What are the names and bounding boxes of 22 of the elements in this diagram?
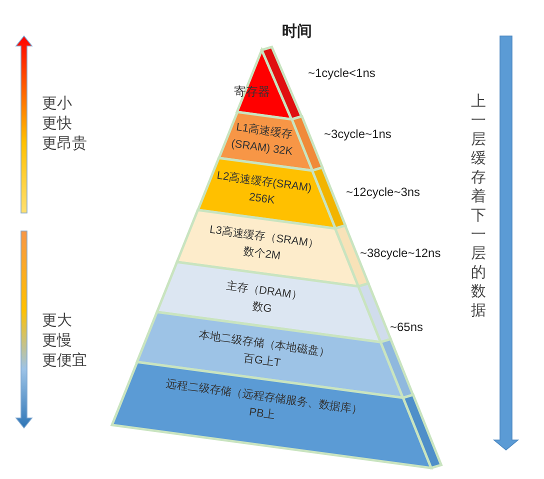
layer-label: 256K — [247, 192, 276, 209]
layer-label: L1高速缓存 — [236, 120, 294, 140]
side-label: 更小 — [42, 95, 72, 113]
layer-label: (SRAM) 32K — [230, 138, 294, 160]
latency-label: ~38cycle~12ns — [360, 246, 441, 260]
latency-label: ~1cycle<1ns — [308, 66, 376, 80]
latency-label: ~3cycle~1ns — [324, 127, 392, 141]
side-label: 更快 — [42, 115, 72, 133]
layer-label: 数个2M — [242, 246, 282, 265]
side-label: 上一层缓存着下一层的数据 — [471, 92, 487, 320]
title: 时间 — [282, 22, 312, 41]
layer-label: 主存（DRAM） — [225, 278, 304, 302]
layer-label: PB上 — [247, 405, 276, 424]
layer-label: 寄存器 — [234, 84, 270, 100]
side-label: 更昂贵 — [42, 135, 87, 153]
layer-label: 数G — [250, 300, 274, 318]
layer-label: 百G上T — [242, 351, 282, 371]
latency-label: ~65ns — [390, 320, 424, 334]
side-label: 更慢 — [42, 332, 72, 350]
latency-label: ~12cycle~3ns — [346, 185, 420, 199]
side-label: 更大 — [42, 312, 72, 330]
side-label: 更便宜 — [42, 352, 87, 370]
